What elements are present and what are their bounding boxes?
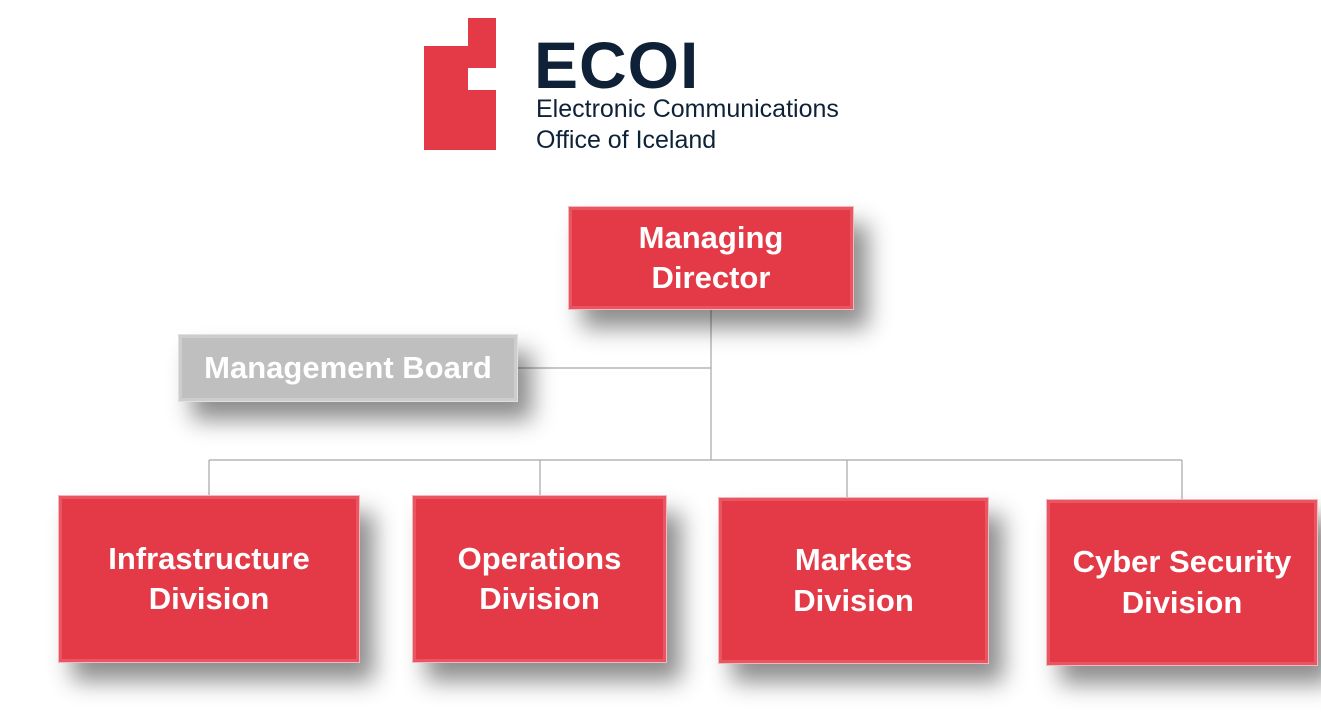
- management-board-box: Management Board: [178, 334, 518, 402]
- operations-division-box: Operations Division: [412, 495, 667, 663]
- markets-division-box: Markets Division: [718, 497, 989, 664]
- logo-name: ECOI: [534, 28, 700, 102]
- logo-subtitle-line1: Electronic Communications: [536, 95, 839, 123]
- managing-director-box: Managing Director: [568, 206, 854, 310]
- cyber-security-division-box: Cyber Security Division: [1046, 499, 1318, 666]
- ecoi-logo-mark-icon: [412, 18, 520, 150]
- ecoi-logo: ECOI Electronic Communications Office of…: [412, 18, 932, 158]
- infrastructure-division-box: Infrastructure Division: [58, 495, 360, 663]
- logo-subtitle-line2: Office of Iceland: [536, 126, 717, 154]
